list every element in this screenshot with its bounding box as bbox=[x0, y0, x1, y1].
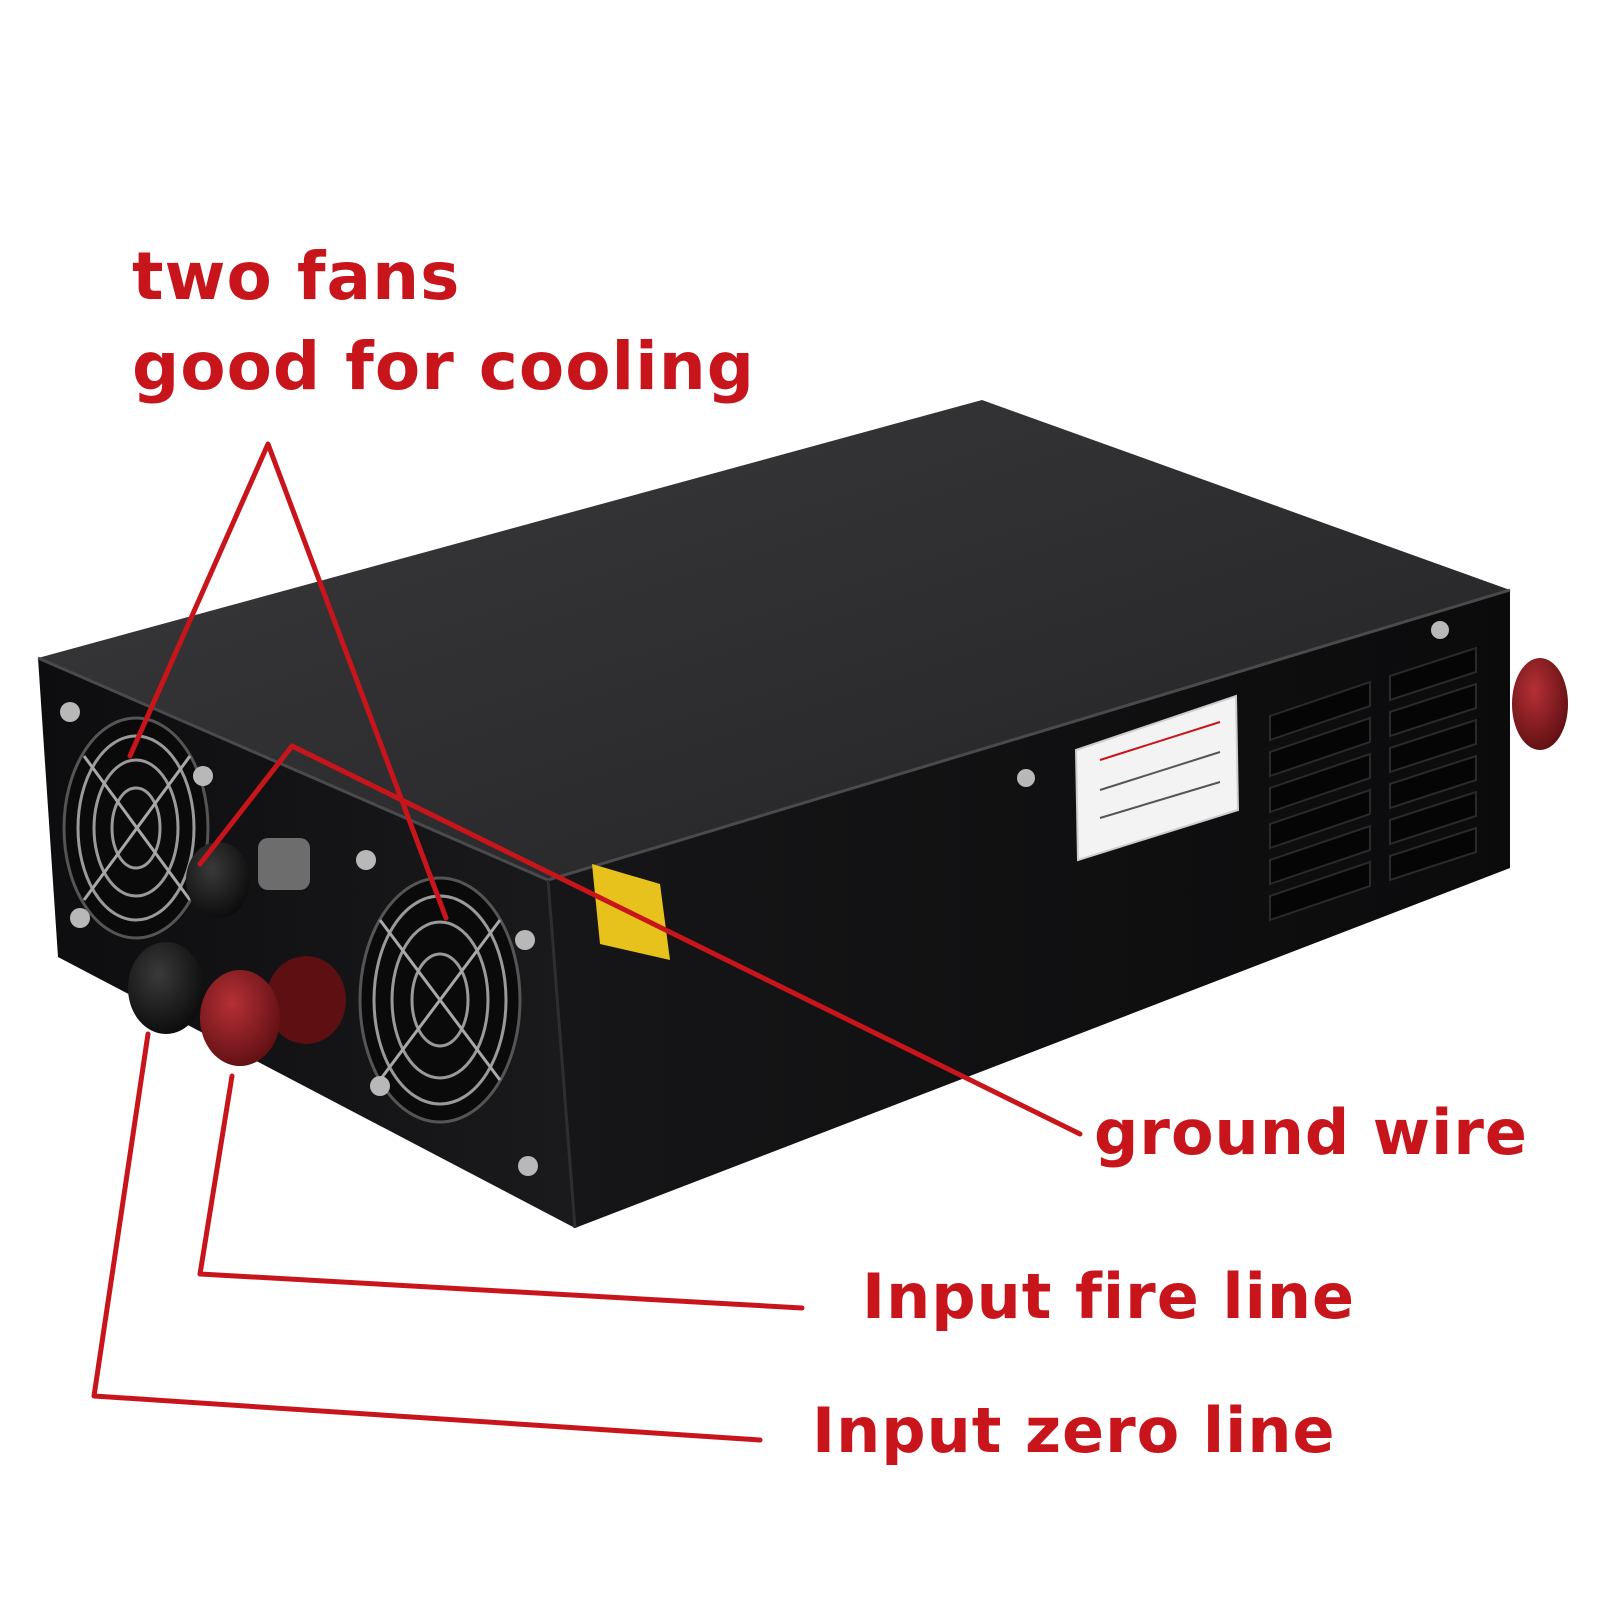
side-vents bbox=[1269, 646, 1477, 922]
leader-zero bbox=[91, 1031, 763, 1443]
callout-fans-title: two fans bbox=[132, 238, 461, 315]
leader-lines bbox=[91, 441, 1083, 1443]
case-side bbox=[548, 590, 1510, 1228]
leader-fire bbox=[197, 1073, 805, 1311]
side-terminal bbox=[1512, 658, 1568, 750]
callout-input-zero-line: Input zero line bbox=[812, 1394, 1336, 1467]
leader-fans bbox=[127, 441, 449, 921]
fan-left bbox=[60, 702, 213, 940]
terminal-zero bbox=[128, 942, 204, 1034]
leader-ground bbox=[197, 743, 1083, 1137]
callout-ground-wire: ground wire bbox=[1094, 1096, 1528, 1169]
case-top bbox=[38, 400, 1510, 880]
callout-fans-subtitle: good for cooling bbox=[132, 328, 756, 405]
label-sticker bbox=[1074, 694, 1240, 862]
terminal-fire bbox=[200, 956, 346, 1066]
callout-input-fire-line: Input fire line bbox=[862, 1260, 1356, 1333]
